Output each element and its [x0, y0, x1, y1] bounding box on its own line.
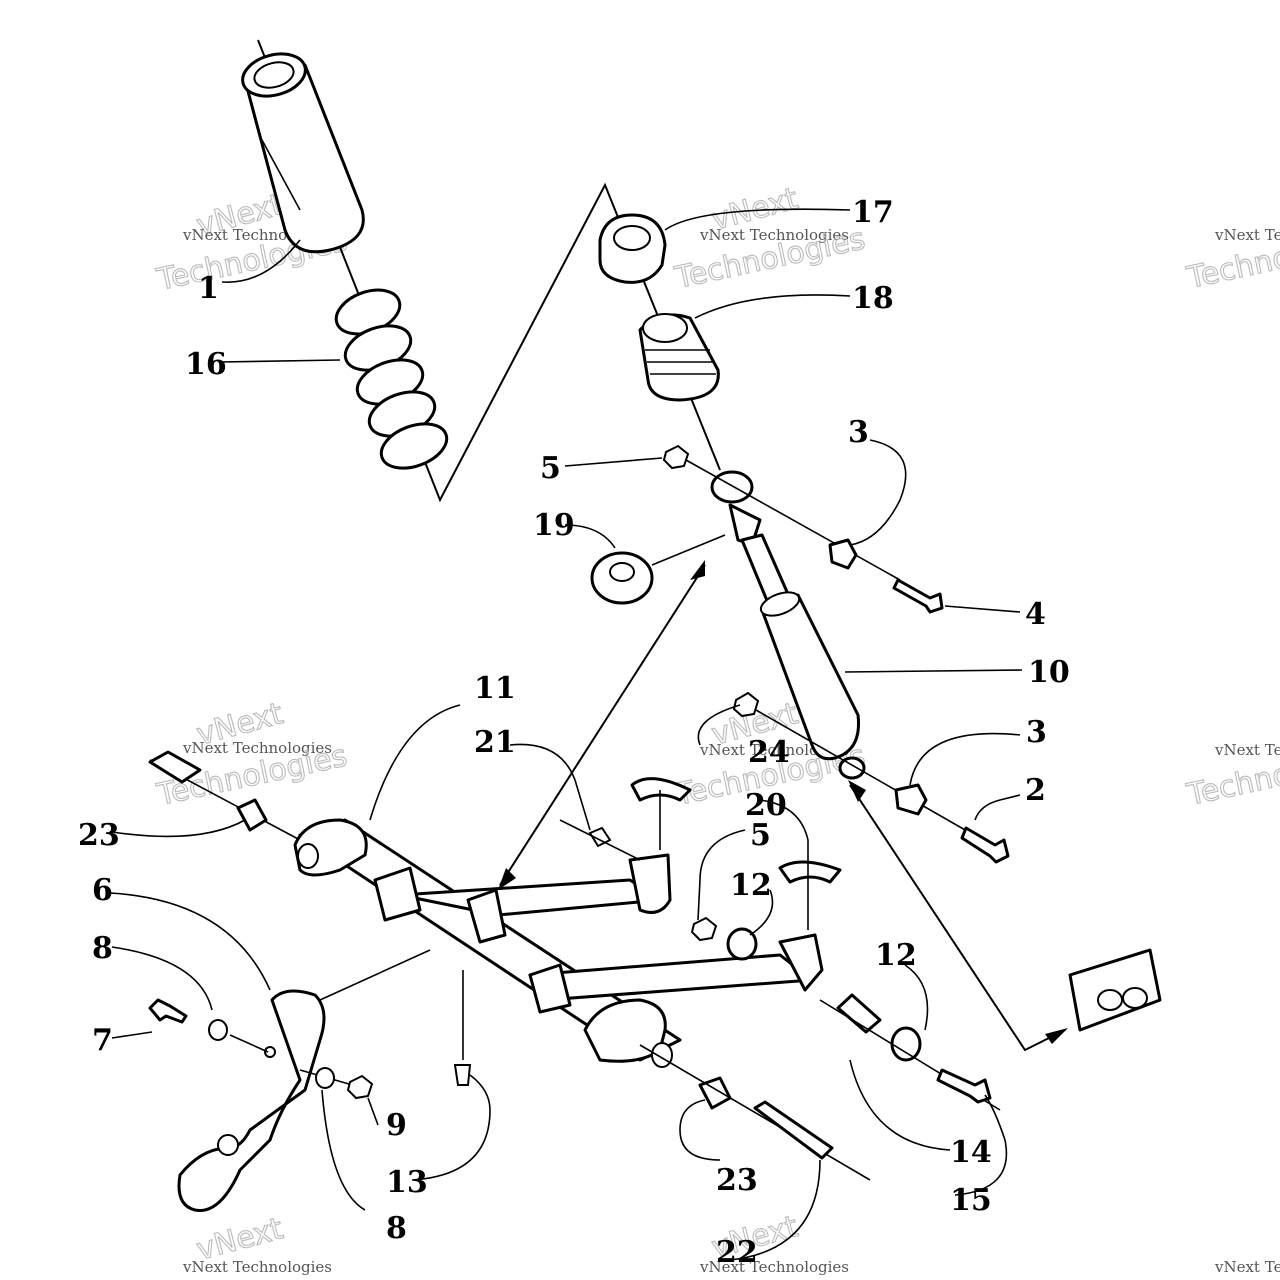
callout-4: 4	[1025, 597, 1046, 632]
nut-upper-part	[662, 444, 690, 470]
callout-3-upper: 3	[848, 415, 869, 450]
bolt-15-part	[936, 1068, 992, 1104]
washer-8-upper-part	[208, 1019, 228, 1041]
bracket-lower-part	[778, 860, 842, 884]
front-arm-assembly-part	[148, 750, 824, 1068]
callout-17: 17	[852, 195, 894, 230]
arrow-head-frame	[1045, 1028, 1068, 1044]
leader-lines	[109, 208, 1023, 1261]
upper-shock-bolt-axis	[685, 459, 901, 581]
callout-2: 2	[1025, 773, 1046, 808]
callout-18: 18	[852, 281, 894, 316]
spacer-upper-part	[828, 538, 858, 570]
bushing-left-part	[236, 798, 268, 832]
steering-arm-part	[177, 989, 326, 1212]
callout-14: 14	[950, 1135, 992, 1170]
svg-text:vNext Technologies: vNext Technologies	[699, 226, 849, 244]
callout-5-upper: 5	[540, 451, 561, 486]
callout-19: 19	[533, 508, 575, 543]
svg-text:vNext Technologies: vNext Technologies	[1214, 226, 1280, 244]
bolt-upper-part	[892, 578, 944, 614]
grease-fitting-upper-part	[588, 826, 612, 848]
grease-fitting-13-part	[453, 1064, 472, 1086]
svg-text:vNext Technologies: vNext Technologies	[699, 1258, 849, 1276]
callout-16: 16	[185, 347, 227, 382]
pin-part	[753, 1100, 834, 1160]
callout-labels: 1 2 3 3 4 5 5 6 7 8 8 9 10 11 12 12 13 1…	[78, 195, 1070, 1270]
frame-bracket-part	[1068, 948, 1162, 1032]
callout-8-lower: 8	[386, 1211, 407, 1246]
svg-text:vNext Technologies: vNext Technologies	[182, 739, 332, 757]
callout-11: 11	[474, 671, 516, 706]
callout-21: 21	[474, 725, 516, 760]
callout-12-left: 12	[730, 868, 772, 903]
bushing-12-left-part	[726, 927, 758, 961]
bushing-12-right-part	[890, 1026, 922, 1062]
callout-6: 6	[92, 873, 113, 908]
washer-8-lower-part	[315, 1067, 335, 1089]
arrow-shock-to-arm	[499, 564, 706, 886]
callout-22: 22	[716, 1235, 758, 1270]
callout-3-lower: 3	[1026, 715, 1047, 750]
lower-shock-bolt-axis	[755, 709, 1001, 851]
spring-seat-part	[590, 534, 726, 605]
watermark-bottom-left: vNext vNext Technologies	[182, 1211, 332, 1276]
grease-fitting-upper-axis	[559, 819, 641, 861]
spring-collar-part	[598, 213, 667, 284]
callout-10: 10	[1028, 655, 1070, 690]
callout-15: 15	[950, 1183, 992, 1218]
bracket-upper-part	[630, 777, 692, 802]
arrow-head-down	[498, 868, 516, 890]
callout-5-lower: 5	[750, 818, 771, 853]
watermark-top-center: vNext vNext Technologies Technologies	[671, 181, 869, 297]
bump-stop-part	[638, 313, 720, 402]
callout-23-left: 23	[78, 818, 120, 853]
callout-20: 20	[745, 788, 787, 823]
svg-text:vNext Technologies: vNext Technologies	[1214, 1258, 1280, 1276]
svg-text:vNext Technologies: vNext Technologies	[1214, 741, 1280, 759]
bolt-7-part	[148, 998, 188, 1024]
bolt-lower-part	[960, 826, 1010, 864]
callout-7: 7	[92, 1023, 113, 1058]
callout-9: 9	[386, 1108, 407, 1143]
callout-12-right: 12	[875, 938, 917, 973]
spacer-lower-part	[894, 783, 928, 816]
watermark-bottom-right: vNext Technologies	[1214, 1258, 1280, 1276]
spring-cover-part	[241, 52, 365, 254]
watermark-mid-left: vNext vNext Technologies Technologies	[153, 696, 351, 814]
callout-13: 13	[386, 1165, 428, 1200]
spacer-14-part	[836, 993, 882, 1034]
callout-23-right: 23	[716, 1163, 758, 1198]
nut-9-part	[346, 1074, 374, 1100]
arrow-head-upper-right	[848, 780, 866, 802]
pin-axis	[639, 1044, 871, 1181]
arrow-head-up	[690, 560, 705, 580]
coil-spring-part	[334, 288, 449, 470]
callout-24: 24	[748, 735, 790, 770]
nut-5-lower-part	[690, 916, 718, 942]
svg-text:vNext Technologies: vNext Technologies	[182, 1258, 332, 1276]
callout-8-upper: 8	[92, 931, 113, 966]
shock-absorber-part	[710, 470, 866, 780]
watermark-mid-right: vNext Technologies Technologies	[1183, 738, 1280, 814]
watermark-top-right: vNext Technologies Technologies	[1183, 221, 1280, 297]
nut-lower-part	[732, 691, 760, 718]
callout-1: 1	[198, 271, 219, 306]
